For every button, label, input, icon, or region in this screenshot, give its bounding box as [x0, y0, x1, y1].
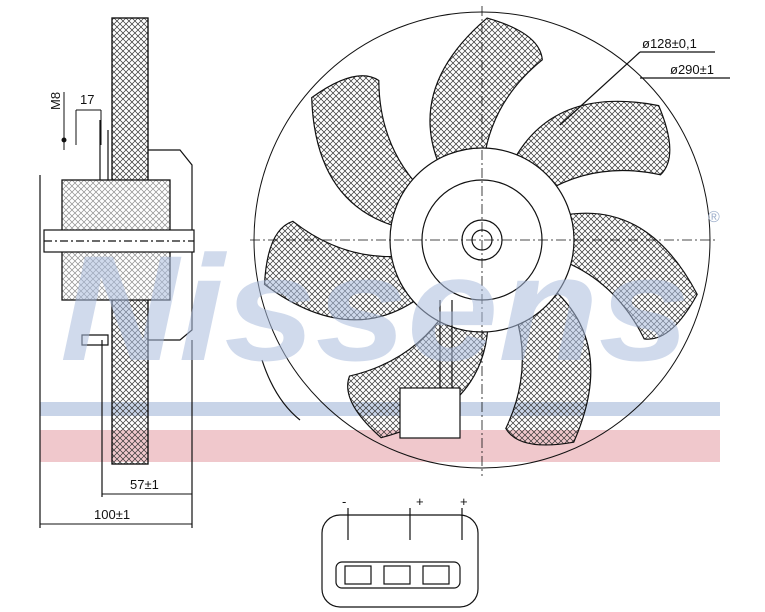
- fan-blade: [557, 212, 698, 340]
- fan-blade: [263, 220, 425, 321]
- fan-blade: [429, 17, 543, 172]
- dim-depth-total: 100±1: [94, 507, 130, 522]
- pin-label-3: +: [460, 494, 468, 509]
- dim-thread: M8: [48, 92, 63, 110]
- dim-outer-diameter: ø290±1: [670, 62, 714, 77]
- pin-label-2: +: [416, 494, 424, 509]
- connector: [321, 508, 479, 608]
- connector-pin-1: [344, 565, 372, 585]
- fan-blade: [505, 284, 592, 446]
- pin-label-1: -: [342, 494, 346, 509]
- fan-blade: [311, 75, 422, 230]
- dim-stud-spacing: 17: [80, 92, 94, 107]
- dimension-lines: [40, 92, 192, 525]
- dim-inner-diameter: ø128±0,1: [642, 36, 697, 51]
- registered-mark: ®: [708, 209, 720, 226]
- dim-depth-inner: 57±1: [130, 477, 159, 492]
- fan-front-view: [250, 6, 730, 476]
- fan-blade: [347, 310, 489, 439]
- connector-pin-3: [422, 565, 450, 585]
- side-view: [39, 17, 195, 528]
- connector-pin-2: [383, 565, 411, 585]
- fan-blade: [510, 100, 671, 193]
- watermark-logo: Nissens: [60, 224, 690, 392]
